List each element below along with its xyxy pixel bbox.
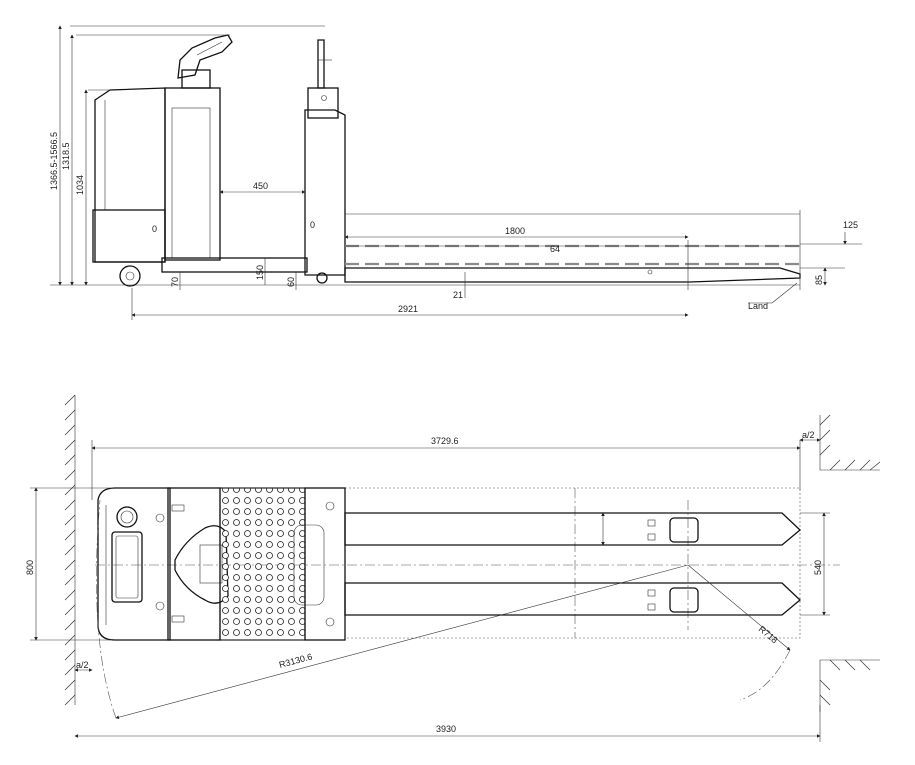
dim-2921: 2921 [398, 304, 418, 314]
dim-3729-6: 3729.6 [431, 436, 459, 446]
dim-height-2: 1318.5 [61, 142, 71, 170]
side-view: 0 0 [49, 25, 862, 320]
dim-125: 125 [843, 220, 858, 230]
dim-85: 85 [814, 275, 824, 285]
dim-450: 450 [253, 181, 268, 191]
dim-800: 800 [25, 560, 35, 575]
dim-150: 150 [255, 265, 265, 280]
label-land: Land [748, 301, 768, 311]
svg-text:0: 0 [310, 220, 315, 230]
dim-70: 70 [170, 277, 180, 287]
dim-r718: R718 [757, 624, 780, 645]
left-wall [64, 394, 76, 706]
dim-height-3: 1034 [75, 175, 85, 195]
dim-r3130-6: R3130.6 [278, 651, 313, 669]
right-wall [819, 414, 881, 712]
dim-a2-top: a/2 [802, 430, 815, 440]
dim-a2-bottom: a/2 [76, 660, 89, 670]
forks-top [344, 512, 801, 616]
handle-mark: 0 [152, 224, 157, 234]
truck-body-top [97, 487, 346, 641]
top-view: 3729.6 a/2 800 540 R718 R3130.6 a/2 3930 [25, 394, 881, 742]
forks-side [344, 244, 801, 283]
dim-540: 540 [813, 560, 823, 575]
dim-21: 21 [453, 290, 463, 300]
dim-3930: 3930 [436, 724, 456, 734]
dim-64: 64 [550, 244, 560, 254]
truck-body-side: 0 0 [92, 34, 346, 287]
dim-fork-length: 1800 [505, 226, 525, 236]
dim-height-range: 1366.5-1566.5 [49, 132, 59, 190]
dim-60: 60 [286, 277, 296, 287]
